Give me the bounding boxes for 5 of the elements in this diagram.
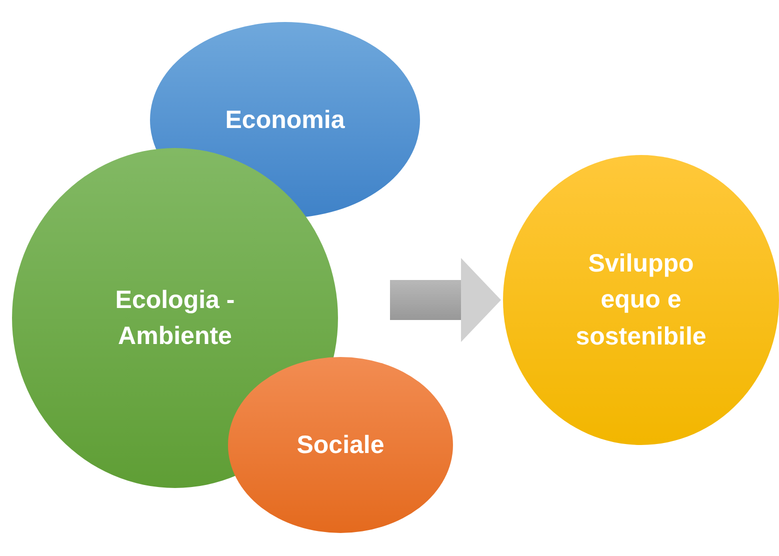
- node-label: Sociale: [296, 430, 386, 461]
- block-arrow: [390, 258, 501, 342]
- node-label: Economia: [224, 104, 346, 136]
- node-label: Ecologia - Ambiente: [114, 284, 236, 352]
- node-label: Sviluppo equo e sostenibile: [574, 248, 708, 352]
